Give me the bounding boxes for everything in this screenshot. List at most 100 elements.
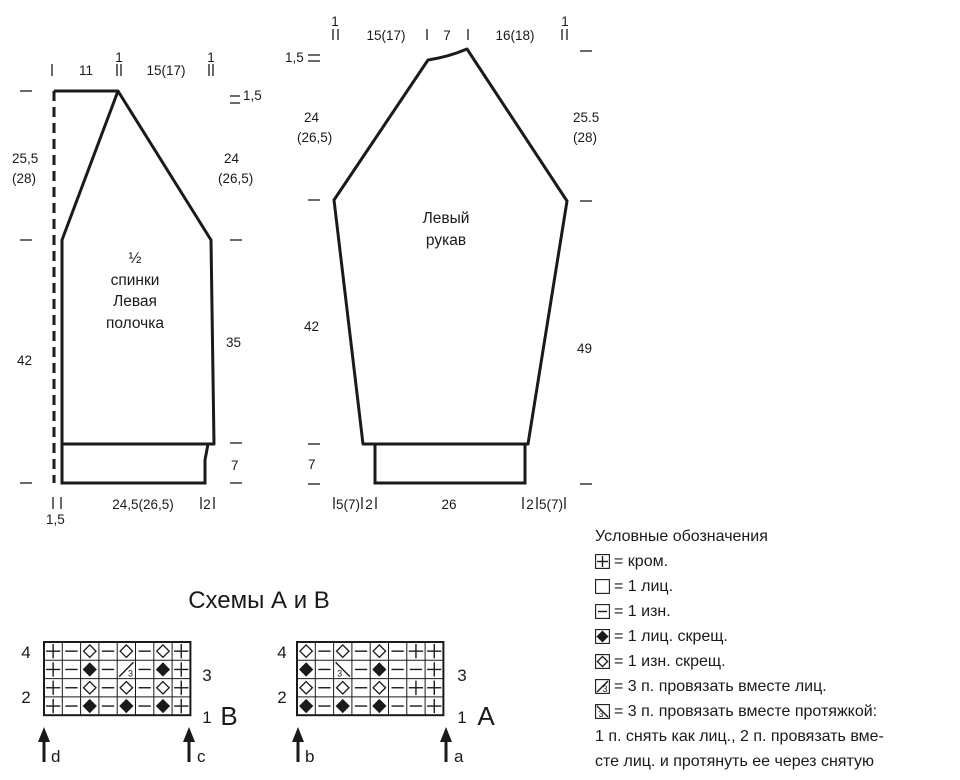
sleeve-top-width-2: 7 — [443, 28, 451, 43]
sleeve-schematic — [308, 29, 592, 509]
chart-b-cell-edge — [46, 644, 61, 659]
legend-item-text: = 1 изн. скрещ. — [614, 653, 726, 670]
chart-a-cell-edge — [427, 662, 442, 677]
chart-b-cell-edge — [174, 662, 189, 677]
chart-a-arrow-label-a: a — [454, 747, 464, 766]
legend: Условные обозначения = кром. = 1 лиц. = 1 … — [595, 524, 955, 774]
chart-b-name: B — [220, 701, 237, 731]
chart-a-cell-edge — [408, 644, 424, 659]
chart-b-arrows — [38, 727, 195, 762]
chart-b-cell-cross-knit — [119, 698, 134, 714]
svg-text:3: 3 — [128, 669, 133, 679]
chart-b-cell-edge — [46, 662, 61, 677]
legend-item: = 1 лиц. — [595, 574, 955, 599]
legend-title: Условные обозначения — [595, 528, 768, 545]
back-top-width-11: 11 — [79, 63, 93, 78]
chart-b-cell-edge — [46, 680, 61, 695]
back-rib-outline — [60, 443, 210, 485]
sleeve-bottom-left: 5(7) — [336, 497, 360, 512]
sleeve-right-height-body: 49 — [577, 341, 592, 356]
chart-b-row-3: 3 — [202, 666, 211, 685]
chart-a-cell-cross-purl — [299, 644, 314, 659]
crossed-knit-icon — [595, 629, 610, 644]
sleeve-left-height-body: 42 — [304, 319, 319, 334]
sleeve-top-one-right: 1 — [561, 14, 569, 29]
crossed-purl-icon — [595, 654, 610, 669]
svg-text:3: 3 — [598, 709, 603, 719]
chart-b-cell-cross-purl — [82, 680, 97, 695]
chart-b-cell-cross-knit — [82, 662, 97, 677]
chart-a-cell-cross-purl — [372, 644, 387, 659]
chart-b-row-4: 4 — [21, 643, 30, 662]
back-title-line-1: ½ — [129, 250, 142, 267]
back-left-height-a: 25,5 — [12, 151, 38, 166]
chart-a-cell-cross-purl — [335, 680, 350, 695]
chart-a-arrow-left-head — [292, 727, 304, 742]
chart-b-cell-cross-knit — [82, 698, 97, 714]
back-top-one-right: 1 — [207, 50, 215, 65]
chart-b-cell-cross-purl — [119, 644, 134, 659]
legend-note-line-2: сте лиц. и протянуть ее через снятую — [595, 753, 874, 770]
sleeve-top-one-left: 1 — [331, 14, 339, 29]
back-left-height-body: 42 — [17, 353, 32, 368]
k3tog-icon: 3 — [595, 679, 610, 694]
back-right-top-1-5: 1,5 — [243, 88, 262, 103]
chart-a-arrows — [292, 727, 452, 762]
back-bottom-left-small: 1,5 — [46, 512, 65, 527]
chart-b-cell-edge — [174, 698, 189, 714]
chart-b-grid: 3 — [43, 641, 192, 717]
back-right-height-body: 35 — [226, 335, 241, 350]
chart-a-cell-sk2p: 3 — [335, 661, 351, 679]
chart-b-arrow-label-d: d — [51, 747, 60, 766]
back-bottom-width: 24,5(26,5) — [112, 497, 174, 512]
sleeve-top-width-1: 15(17) — [366, 28, 405, 43]
chart-b-cell-k3tog: 3 — [118, 661, 134, 679]
back-top-width-15: 15(17) — [146, 63, 185, 78]
legend-item: = кром. — [595, 549, 955, 574]
chart-a-row-labels: 4 2 3 1 A — [277, 643, 495, 731]
back-title-line-3: Левая — [113, 293, 157, 310]
chart-a-cell-cross-knit — [372, 662, 387, 677]
legend-item-text: = 1 изн. — [614, 603, 671, 620]
schemes-title: Схемы А и В — [188, 587, 330, 614]
chart-b-cell-cross-purl — [155, 644, 171, 659]
sleeve-title-line-1: Левый — [423, 210, 470, 227]
back-right-height-b: (26,5) — [218, 171, 253, 186]
edge-stitch-icon — [595, 554, 610, 569]
chart-b-cell-cross-knit — [155, 698, 171, 714]
legend-item-text: = 3 п. провязать вместе лиц. — [614, 678, 827, 695]
chart-a-cell-edge — [427, 680, 442, 695]
chart-a-cell-cross-purl — [335, 644, 350, 659]
chart-b-cell-edge — [46, 698, 61, 714]
chart-a-cell-cross-knit — [372, 698, 387, 714]
back-right-height-a: 24 — [224, 151, 240, 166]
back-labels: 11 1 15(17) 1 1,5 25,5 (28) 24 (26,5) 42… — [12, 50, 262, 527]
legend-item-text: = 1 лиц. скрещ. — [614, 628, 728, 645]
sleeve-bottom-width: 26 — [441, 497, 456, 512]
sleeve-left-top-small: 1,5 — [285, 50, 304, 65]
legend-item: 3 = 3 п. провязать вместе лиц. — [595, 674, 955, 699]
svg-text:3: 3 — [602, 684, 607, 694]
purl-stitch-icon — [595, 604, 610, 619]
chart-a-cell-edge — [408, 680, 424, 695]
sleeve-right-height-a: 25.5 — [573, 110, 599, 125]
legend-item: = 1 лиц. скрещ. — [595, 624, 955, 649]
back-bottom-right: 2 — [203, 497, 211, 512]
chart-a-row-2: 2 — [277, 688, 286, 707]
sk2p-icon: 3 — [595, 704, 610, 719]
back-title: ½ спинки Левая полочка — [106, 250, 164, 332]
sleeve-rib-height: 7 — [308, 457, 316, 472]
chart-a-cell-edge — [427, 644, 442, 659]
legend-item-text: = 1 лиц. — [614, 578, 674, 595]
chart-b-row-1: 1 — [202, 708, 211, 727]
chart-b-arrow-right-head — [183, 727, 195, 742]
chart-b-cell-cross-knit — [155, 662, 171, 677]
knit-stitch-icon — [595, 579, 610, 594]
back-top-one: 1 — [115, 50, 123, 65]
sleeve-title: Левый рукав — [423, 210, 470, 249]
chart-b-row-2: 2 — [21, 688, 30, 707]
back-rib-height: 7 — [231, 458, 239, 473]
back-title-line-2: спинки — [111, 272, 160, 289]
